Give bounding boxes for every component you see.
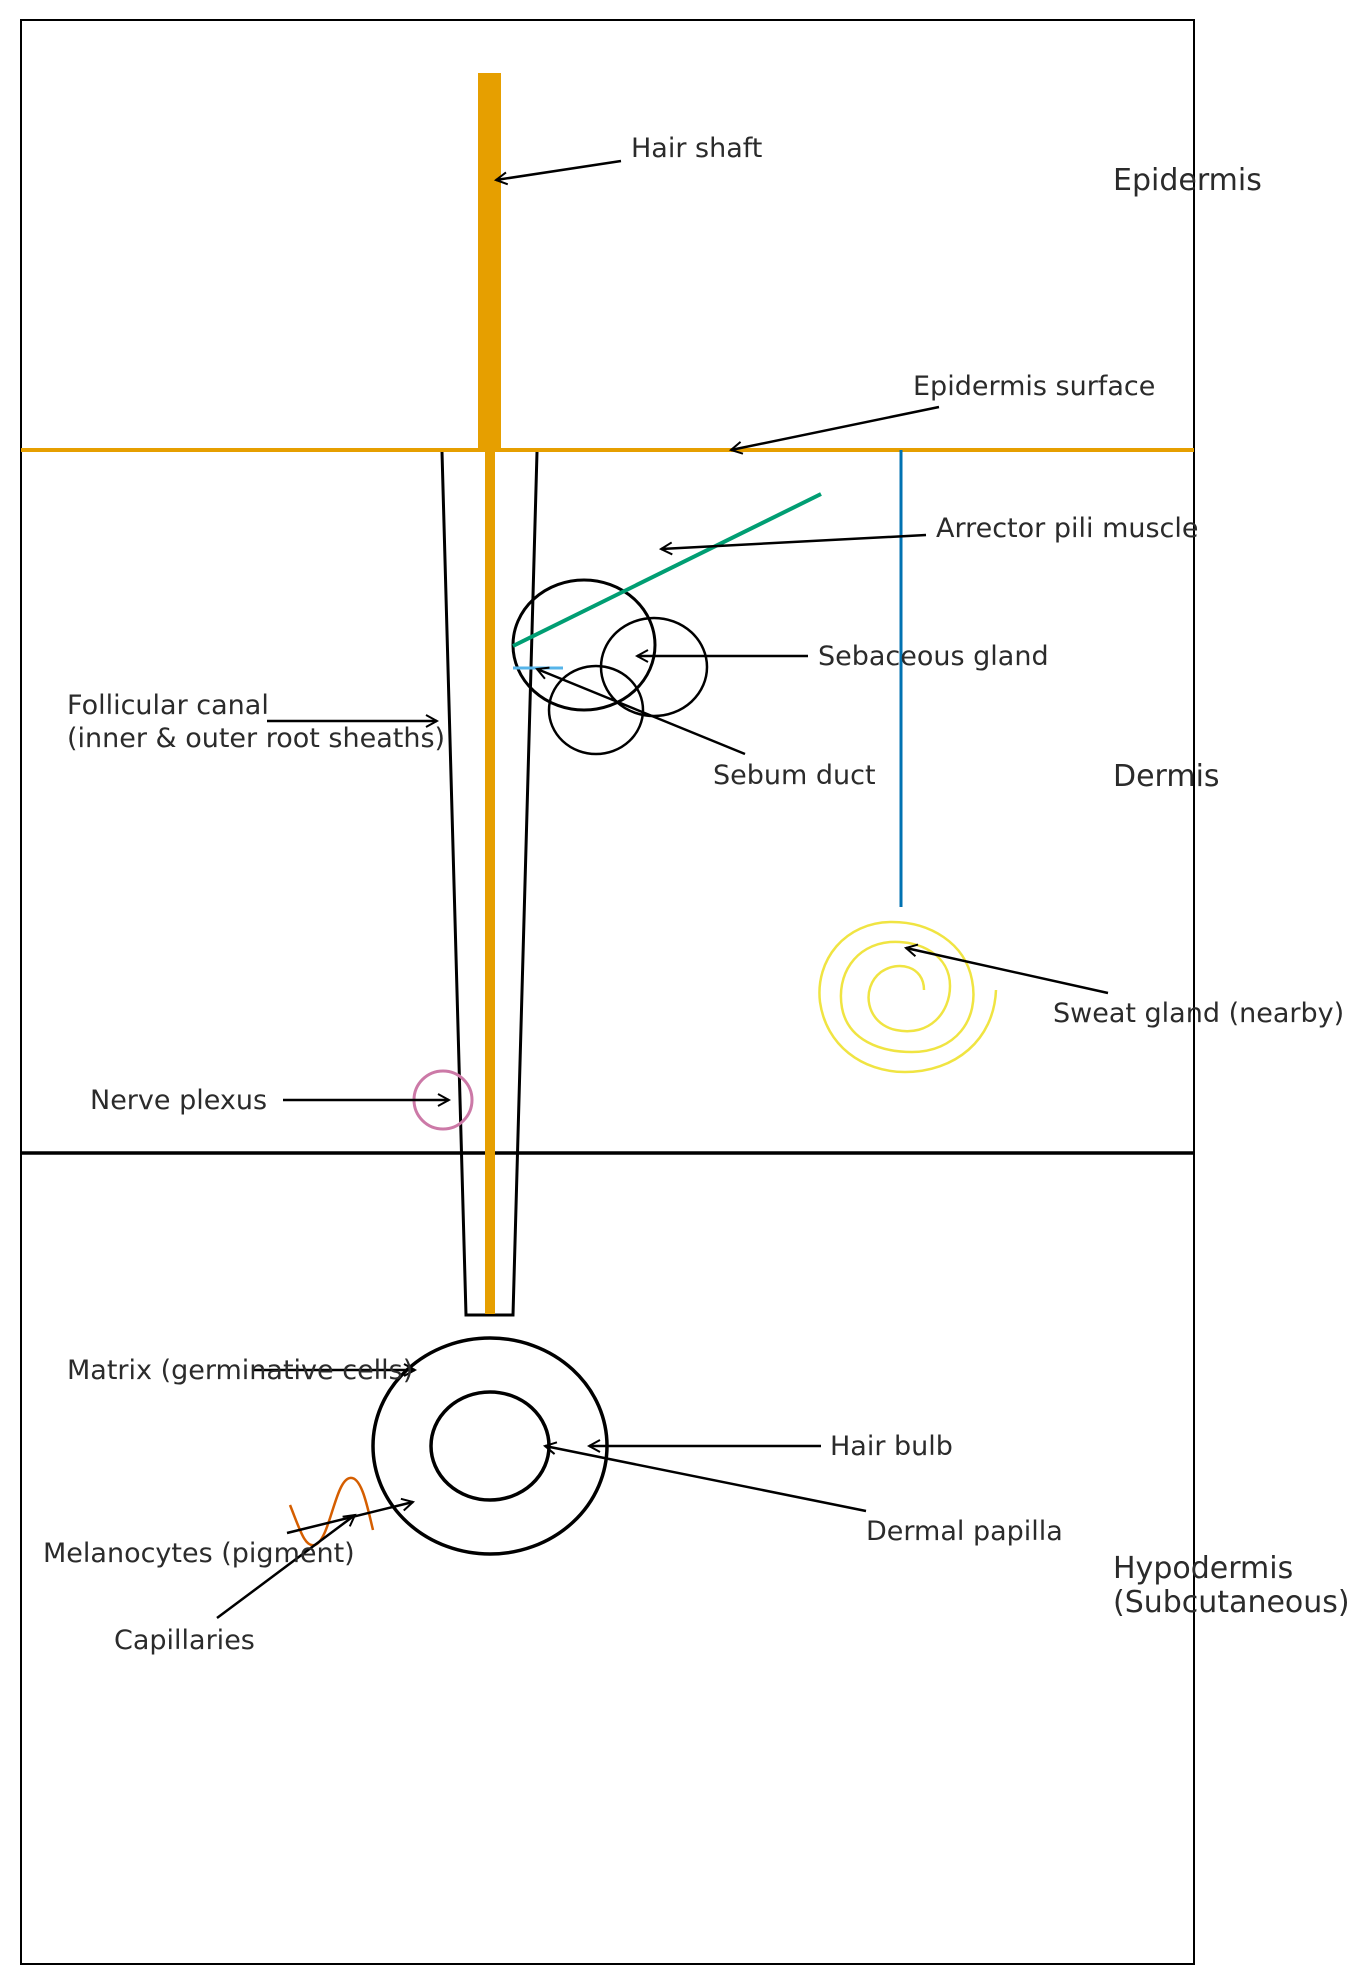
- hair-shaft: [478, 73, 501, 450]
- label-follicular-canal-sub: (inner & outer root sheaths): [67, 723, 445, 754]
- arrow-capillaries: [216, 1515, 355, 1620]
- label-arrector-pili: Arrector pili muscle: [936, 513, 1199, 544]
- label-melanocytes: Melanocytes (pigment): [43, 1538, 355, 1569]
- arrow-sweat-gland: [906, 948, 1109, 995]
- label-sweat-gland: Sweat gland (nearby): [1053, 998, 1344, 1029]
- dermal-papilla: [429, 1390, 551, 1502]
- arrow-arrector-pili: [661, 533, 927, 549]
- arrow-dermal-papilla: [545, 1446, 867, 1513]
- label-sebaceous-gland: Sebaceous gland: [818, 641, 1049, 672]
- arrow-hair-shaft: [496, 159, 622, 180]
- arrow-epidermis-surface: [731, 405, 940, 450]
- sweat-gland: [818, 920, 998, 1074]
- label-dermal-papilla: Dermal papilla: [866, 1516, 1063, 1547]
- arrow-sebum-duct: [537, 669, 746, 756]
- skin-section-frame: [20, 19, 1195, 1965]
- label-hair-shaft: Hair shaft: [631, 133, 762, 164]
- layer-label-subcutaneous: (Subcutaneous): [1113, 1585, 1350, 1620]
- follicular-canal: [440, 451, 539, 1317]
- label-matrix: Matrix (germinative cells): [67, 1355, 413, 1386]
- leader-arrows: [216, 159, 1109, 1620]
- label-epidermis-surface: Epidermis surface: [913, 371, 1155, 402]
- layer-label-hypodermis: Hypodermis: [1113, 1551, 1293, 1586]
- capillaries-wave: [288, 1476, 375, 1547]
- label-sebum-duct: Sebum duct: [713, 760, 876, 791]
- label-capillaries: Capillaries: [114, 1625, 255, 1656]
- label-hair-bulb: Hair bulb: [830, 1431, 953, 1462]
- label-follicular-canal: Follicular canal: [67, 690, 269, 721]
- layer-label-epidermis: Epidermis: [1113, 163, 1262, 198]
- label-nerve-plexus: Nerve plexus: [90, 1085, 267, 1116]
- layer-label-dermis: Dermis: [1113, 759, 1220, 794]
- arrector-pili-muscle: [512, 492, 822, 648]
